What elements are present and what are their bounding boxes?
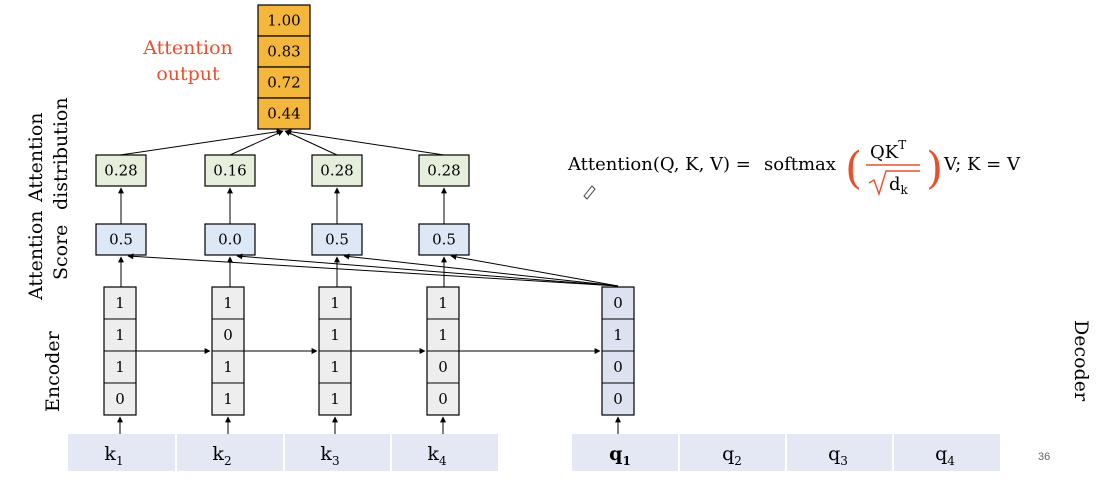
score-label-line2: Score bbox=[50, 225, 72, 280]
encoder-cell: 0 bbox=[438, 358, 448, 376]
decoder-token: q3 bbox=[828, 443, 848, 468]
score-value: 0.5 bbox=[109, 231, 133, 249]
score-cell bbox=[311, 223, 363, 256]
encoder-token: k1 bbox=[104, 443, 123, 468]
formula-numerator: QKT bbox=[870, 138, 906, 163]
encoder-cell: 0 bbox=[438, 390, 448, 408]
decoder-token: q4 bbox=[935, 443, 955, 468]
distribution-value: 0.28 bbox=[320, 162, 353, 180]
distribution-cell bbox=[204, 154, 256, 187]
output-cell-3 bbox=[257, 97, 311, 130]
encoder-label: Encoder bbox=[42, 330, 64, 412]
decoder-cell: 0 bbox=[613, 390, 623, 408]
encoder-cell: 1 bbox=[330, 326, 340, 344]
formula-rhs: V; K = V bbox=[943, 154, 1021, 175]
encoder-column-4: 1 1 0 0 bbox=[426, 286, 460, 416]
decoder-cell: 0 bbox=[613, 358, 623, 376]
score-value: 0.5 bbox=[325, 231, 349, 249]
attention-formula: Attention(Q, K, V) = softmax ( ) QKT dk … bbox=[567, 138, 1021, 197]
svg-text:(: ( bbox=[845, 143, 862, 194]
encoder-column-1: 1 1 1 0 bbox=[103, 286, 137, 416]
output-cell-1 bbox=[257, 35, 311, 68]
distribution-cell bbox=[311, 154, 363, 187]
score-label-line1: Attention bbox=[25, 210, 47, 301]
score-cell bbox=[418, 223, 470, 256]
encoder-cell: 1 bbox=[115, 326, 125, 344]
output-cell-0 bbox=[257, 4, 311, 37]
formula-softmax: softmax bbox=[764, 154, 836, 175]
encoder-cell: 0 bbox=[223, 326, 233, 344]
encoder-token: k3 bbox=[320, 443, 339, 468]
encoder-cell: 1 bbox=[115, 294, 125, 312]
distribution-label-line1: Attention bbox=[25, 112, 47, 203]
encoder-column-2: 1 0 1 1 bbox=[211, 286, 245, 416]
formula-denominator: dk bbox=[889, 174, 909, 197]
decoder-label: Decoder bbox=[1070, 320, 1092, 402]
output-value: 1.00 bbox=[267, 12, 300, 30]
decoder-token-active: q1 bbox=[609, 443, 631, 468]
distribution-row: 0.28 0.16 0.28 0.28 bbox=[95, 154, 470, 187]
encoder-cell: 1 bbox=[438, 294, 448, 312]
score-cell bbox=[204, 223, 256, 256]
score-to-dist-arrows bbox=[118, 187, 447, 224]
distribution-value: 0.16 bbox=[213, 162, 246, 180]
encoder-cell: 1 bbox=[330, 294, 340, 312]
encoder-token: k4 bbox=[427, 443, 447, 468]
encoder-cell: 1 bbox=[330, 358, 340, 376]
distribution-value: 0.28 bbox=[104, 162, 137, 180]
score-value: 0.5 bbox=[432, 231, 456, 249]
output-value: 0.44 bbox=[267, 105, 300, 123]
output-value: 0.72 bbox=[267, 74, 300, 92]
encoder-column-3: 1 1 1 1 bbox=[318, 286, 352, 416]
distribution-cell bbox=[418, 154, 470, 187]
encoder-cell: 1 bbox=[115, 358, 125, 376]
output-label-line1: Attention bbox=[142, 37, 233, 59]
encoder-token: k2 bbox=[212, 443, 231, 468]
encoder-cell: 1 bbox=[330, 390, 340, 408]
decoder-column: 0 1 0 0 bbox=[601, 286, 635, 416]
encoder-cell: 1 bbox=[223, 294, 233, 312]
token-to-column-arrows bbox=[117, 416, 621, 434]
page-number: 36 bbox=[1038, 451, 1050, 463]
output-value: 0.83 bbox=[267, 43, 300, 61]
decoder-token: q2 bbox=[722, 443, 742, 468]
distribution-value: 0.28 bbox=[427, 162, 460, 180]
distribution-cell bbox=[95, 154, 147, 187]
distribution-label-line2: distribution bbox=[50, 97, 72, 210]
encoder-cell: 1 bbox=[223, 390, 233, 408]
encoder-cell: 0 bbox=[115, 390, 125, 408]
score-cell bbox=[95, 223, 147, 256]
score-row: 0.5 0.0 0.5 0.5 bbox=[95, 223, 470, 256]
query-to-score-arrows bbox=[127, 253, 619, 287]
pen-cursor-icon bbox=[583, 185, 596, 200]
dist-to-output-arrows bbox=[119, 128, 445, 156]
formula-lhs: Attention(Q, K, V) = bbox=[567, 154, 751, 175]
encoder-cell: 1 bbox=[438, 326, 448, 344]
decoder-cell: 1 bbox=[613, 326, 623, 344]
output-stack: 1.00 0.83 0.72 0.44 bbox=[257, 4, 311, 130]
svg-text:): ) bbox=[926, 143, 943, 194]
score-value: 0.0 bbox=[218, 231, 242, 249]
output-label-line2: output bbox=[156, 63, 220, 85]
encoder-cell: 1 bbox=[223, 358, 233, 376]
sqrt-icon bbox=[868, 170, 920, 197]
decoder-cell: 0 bbox=[613, 294, 623, 312]
